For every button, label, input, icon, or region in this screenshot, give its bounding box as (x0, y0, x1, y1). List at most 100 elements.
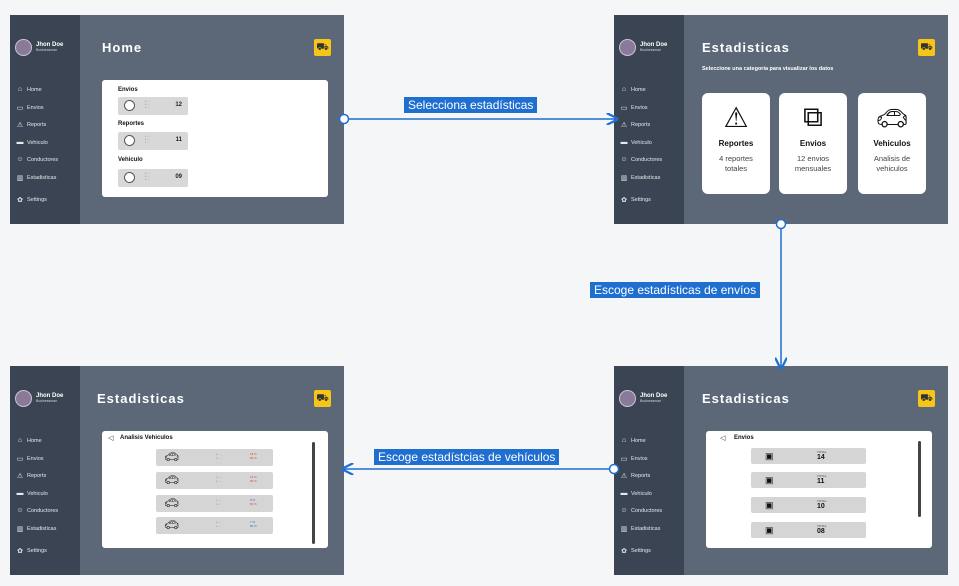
section-vehiculo: Vehiculo (118, 157, 143, 163)
nav-home[interactable]: ⌂Home (621, 86, 646, 93)
card-vehiculos[interactable]: 🚗︎ Vehiculos Analisis de vehiculos (858, 93, 926, 194)
nav-envios[interactable]: ▭Envios (16, 456, 44, 463)
nav-home[interactable]: ⌂Home (17, 437, 42, 444)
avatar-icon: ▣ (765, 475, 774, 485)
reportes-card[interactable]: • ····• ····• ···· 11 (118, 132, 188, 150)
envios-card[interactable]: • ····• ····• ···· 12 (118, 97, 188, 115)
car-icon: ▬ (620, 490, 628, 497)
card-desc: 4 reportes totales (719, 154, 753, 173)
gear-icon: ✿ (621, 548, 627, 555)
sidebar: Jhon Doe Businessman ⌂Home ▭Envios ⚠Repo… (10, 15, 80, 224)
nav-envios[interactable]: ▭Envios (620, 456, 648, 463)
nav-reports[interactable]: ⚠Reports (16, 473, 47, 480)
car-icon: 🚗︎ (164, 496, 180, 510)
scrollbar[interactable] (918, 441, 921, 517)
screen-analisis-vehiculos: Jhon Doe Businessman ⌂Home ▭Envios ⚠Repo… (10, 366, 344, 575)
avatar (124, 172, 135, 183)
avatar-icon: ▣ (765, 451, 774, 461)
arrow-estadisticas-to-envios (777, 218, 786, 369)
vehicle-row[interactable]: 🚗︎• ····• ····8 %80 % (156, 495, 273, 512)
nav-estadisticas[interactable]: ▥Estadisticas (620, 175, 661, 182)
arrow-label-3: Escoge estadístcias de vehículos (374, 449, 560, 465)
home-icon: ⌂ (621, 437, 627, 444)
back-icon[interactable]: ◁ (720, 435, 726, 442)
chart-icon: ▥ (620, 175, 628, 182)
vehicle-row[interactable]: 🚗︎• ····• ····7 %80 % (156, 517, 273, 534)
report-icon: ⚠ (620, 122, 628, 129)
card-reportes[interactable]: ⚠ Reportes 4 reportes totales (702, 93, 770, 194)
nav-reports[interactable]: ⚠Reports (620, 473, 651, 480)
sidebar: Jhon Doe Businessman ⌂Home ▭Envios ⚠Repo… (614, 15, 684, 224)
car-icon: ▬ (16, 139, 24, 146)
screen-estadisticas-envios: Jhon Doe Businessman ⌂Home ▭Envios ⚠Repo… (614, 366, 948, 575)
nav-envios[interactable]: ▭Envios (620, 105, 648, 112)
home-icon: ⌂ (621, 86, 627, 93)
arrow-label-1: Selecciona estadísticas (404, 97, 538, 113)
users-icon: ☺ (16, 507, 24, 514)
nav-envios[interactable]: ▭Envios (16, 105, 44, 112)
nav-estadisticas[interactable]: ▥Estadisticas (620, 526, 661, 533)
nav-conductores[interactable]: ☺Conductores (16, 507, 59, 514)
nav-reports[interactable]: ⚠Reports (620, 122, 651, 129)
vehicle-row[interactable]: 🚗︎• ····• ····18 %80 % (156, 472, 273, 489)
nav-settings[interactable]: ✿Settings (621, 197, 651, 204)
chart-icon: ▥ (16, 526, 24, 533)
nav-vehiculo[interactable]: ▬Vehiculo (620, 139, 652, 146)
avatar (124, 135, 135, 146)
truck-logo-icon: ⛟ (314, 39, 331, 56)
nav-settings[interactable]: ✿Settings (17, 197, 47, 204)
home-icon: ⌂ (17, 86, 23, 93)
sidebar: Jhon Doe Businessman ⌂Home ▭Envios ⚠Repo… (10, 366, 80, 575)
vehicle-row[interactable]: 🚗︎• ····• ····18 %80 % (156, 449, 273, 466)
nav-settings[interactable]: ✿Settings (17, 548, 47, 555)
nav-conductores[interactable]: ☺Conductores (620, 156, 663, 163)
card-title: Reportes (718, 139, 754, 148)
nav-conductores[interactable]: ☺Conductores (620, 507, 663, 514)
report-icon: ⚠ (620, 473, 628, 480)
nav-vehiculo[interactable]: ▬Vehiculo (16, 490, 48, 497)
page-subtitle: Seleccione una categoria para visualizar… (702, 66, 834, 72)
truck-logo-icon: ⛟ (314, 390, 331, 407)
page-title: Estadisticas (97, 391, 185, 406)
nav-conductores[interactable]: ☺Conductores (16, 156, 59, 163)
card-list: • ····• ····• ···· (145, 135, 150, 144)
vehiculo-card[interactable]: • ····• ····• ···· 09 (118, 169, 188, 187)
arrow-home-to-estadisticas (338, 115, 618, 124)
truck-logo-icon: ⛟ (918, 390, 935, 407)
back-icon[interactable]: ◁ (108, 435, 114, 442)
user-profile[interactable]: Jhon Doe Businessman (15, 390, 63, 407)
gear-icon: ✿ (17, 548, 23, 555)
car-icon: 🚗︎ (164, 450, 180, 464)
nav-vehiculo[interactable]: ▬Vehiculo (620, 490, 652, 497)
arrow-envios-to-vehiculos (343, 465, 620, 474)
arrow-label-2: Escoge estadísticas de envíos (590, 282, 761, 298)
box-icon: ▭ (16, 456, 24, 463)
users-icon: ☺ (620, 156, 628, 163)
vehiculo-total: 09 (175, 174, 182, 180)
nav-home[interactable]: ⌂Home (621, 437, 646, 444)
nav-vehiculo[interactable]: ▬Vehiculo (16, 139, 48, 146)
vehiculos-panel: ◁ Analisis Vehiculos 🚗︎• ····• ····18 %8… (102, 431, 328, 548)
nav-estadisticas[interactable]: ▥Estadisticas (16, 175, 57, 182)
box-icon: ▭ (620, 105, 628, 112)
chart-icon: ▥ (16, 175, 24, 182)
gear-icon: ✿ (621, 197, 627, 204)
nav-home[interactable]: ⌂Home (17, 86, 42, 93)
nav-settings[interactable]: ✿Settings (621, 548, 651, 555)
user-name: Jhon Doe (36, 393, 64, 399)
card-envios[interactable]: ⧉ Envios 12 envios mensuales (779, 93, 847, 194)
car-icon: 🚗︎ (164, 473, 180, 487)
scrollbar[interactable] (312, 442, 315, 544)
user-profile[interactable]: Jhon Doe Businessman (619, 39, 667, 56)
user-profile[interactable]: Jhon Doe Businessman (15, 39, 63, 56)
nav-reports[interactable]: ⚠Reports (16, 122, 47, 129)
nav-estadisticas[interactable]: ▥Estadisticas (16, 526, 57, 533)
user-name: Jhon Doe (640, 42, 668, 48)
user-role: Businessman (640, 399, 662, 403)
user-profile[interactable]: Jhon Doe Businessman (619, 390, 667, 407)
